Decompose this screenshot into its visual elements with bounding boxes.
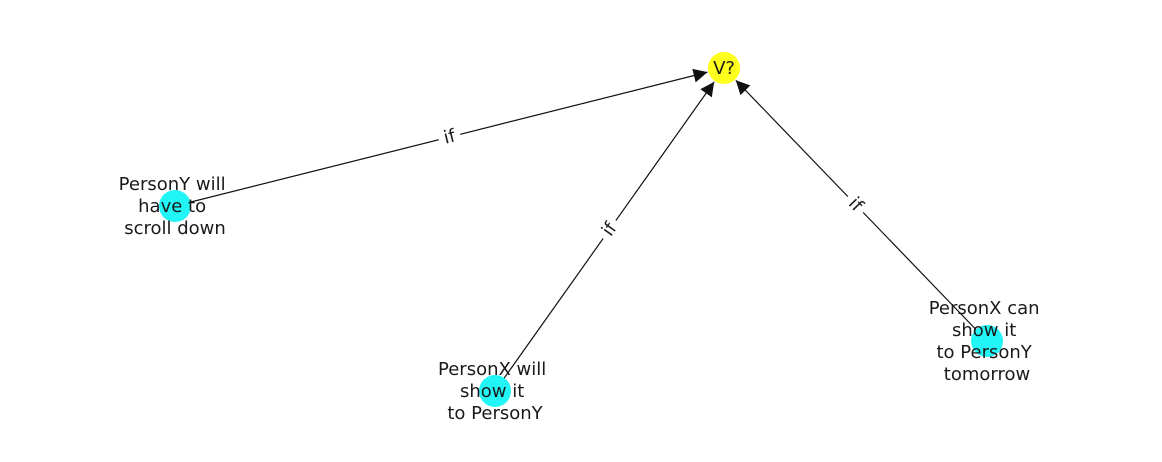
target-node-circle <box>708 52 740 84</box>
label-line: to PersonY <box>936 342 1032 363</box>
label-line: PersonX can <box>929 298 1040 319</box>
edge-label-background <box>435 122 464 152</box>
edge-label-background <box>593 213 626 246</box>
edges <box>174 68 988 392</box>
edge-labels: if if if <box>435 122 872 246</box>
edge-label-n3: if <box>839 188 872 221</box>
node-label-n2: PersonX will show it to PersonY <box>438 359 552 424</box>
label-line: have to <box>138 196 206 217</box>
node-label-n3: PersonX can show it to PersonY tomorrow <box>929 298 1046 385</box>
label-line: V? <box>713 58 735 79</box>
label-line: to PersonY <box>447 403 543 424</box>
node-label-n1: PersonY will have to scroll down <box>119 174 232 239</box>
label-line: show it <box>952 320 1016 341</box>
label-line: show it <box>460 381 524 402</box>
target-node-label: V? <box>713 58 735 79</box>
edge-label-n1: if <box>435 122 464 152</box>
node-labels: V? PersonY will have to scroll down Pers… <box>119 58 1046 424</box>
source-node-circle-n1 <box>159 190 191 222</box>
edge-label-background <box>839 188 872 221</box>
edge-label-n2: if <box>593 213 626 246</box>
label-line: scroll down <box>124 218 226 239</box>
label-line: PersonX will <box>438 359 546 380</box>
source-node-circle-n2 <box>479 375 511 407</box>
source-node-circle-n3 <box>971 325 1003 357</box>
label-line: tomorrow <box>944 364 1030 385</box>
nodes <box>159 52 1003 407</box>
label-line: PersonY will <box>119 174 226 195</box>
